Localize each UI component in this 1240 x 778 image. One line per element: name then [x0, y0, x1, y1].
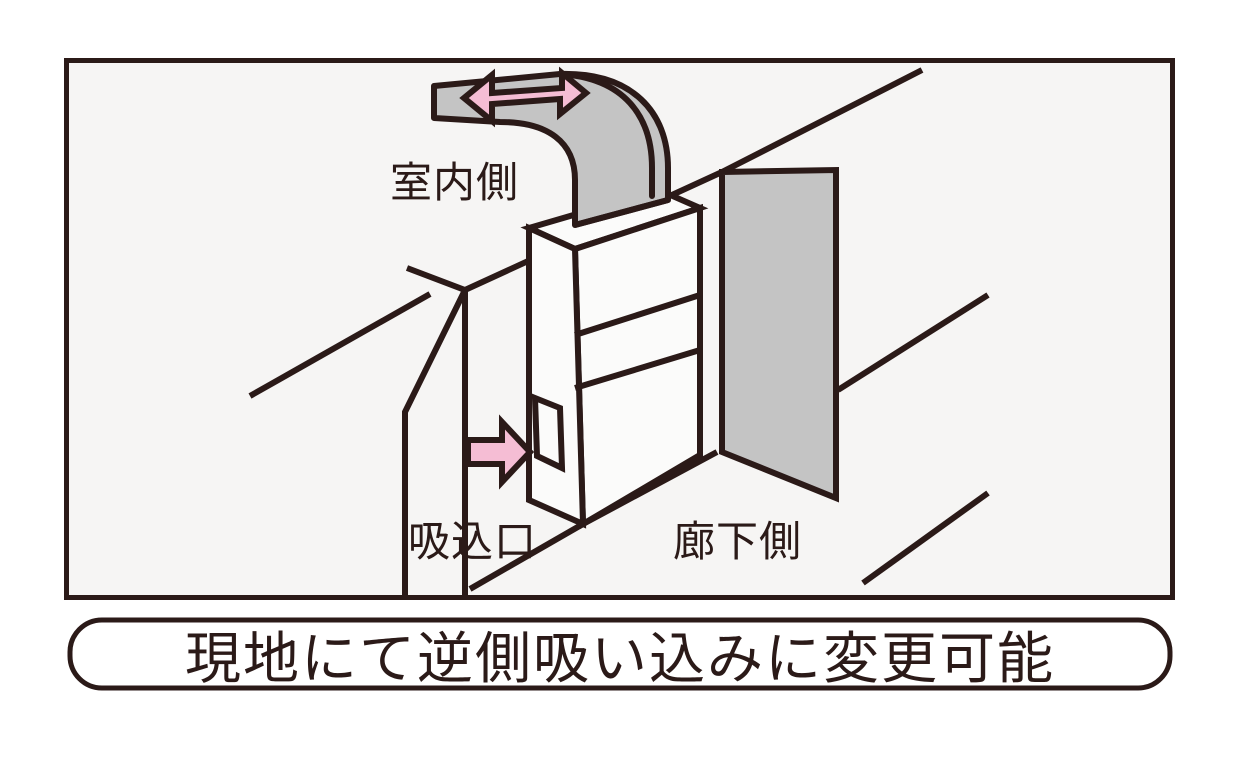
label-suction-inlet: 吸込口 — [408, 517, 537, 566]
wall-line-upper-right — [720, 67, 924, 175]
suction-grille — [531, 393, 566, 473]
duct-collar — [574, 197, 669, 228]
wall-return-edge — [402, 288, 468, 596]
wall-line-lower-right — [861, 490, 990, 586]
airflow-discharge-arrow — [459, 66, 591, 128]
caption-box — [67, 617, 1173, 691]
floor-edge-line-left — [468, 521, 585, 592]
airflow-intake-arrow — [465, 414, 535, 490]
wall-line-left-lower — [248, 291, 432, 399]
unit-panel-divider-1 — [574, 292, 701, 338]
unit-panel-divider-2 — [574, 347, 701, 391]
unit-side-face — [526, 223, 587, 529]
duct-bend-crease — [557, 71, 655, 199]
caption-text: 現地にて逆側吸い込みに変更可能 — [185, 627, 1055, 692]
corridor-door-panel — [719, 166, 839, 503]
wall-line-middle-right — [836, 292, 990, 393]
label-indoor-side: 室内側 — [390, 158, 519, 207]
label-corridor-side: 廊下側 — [673, 517, 802, 566]
